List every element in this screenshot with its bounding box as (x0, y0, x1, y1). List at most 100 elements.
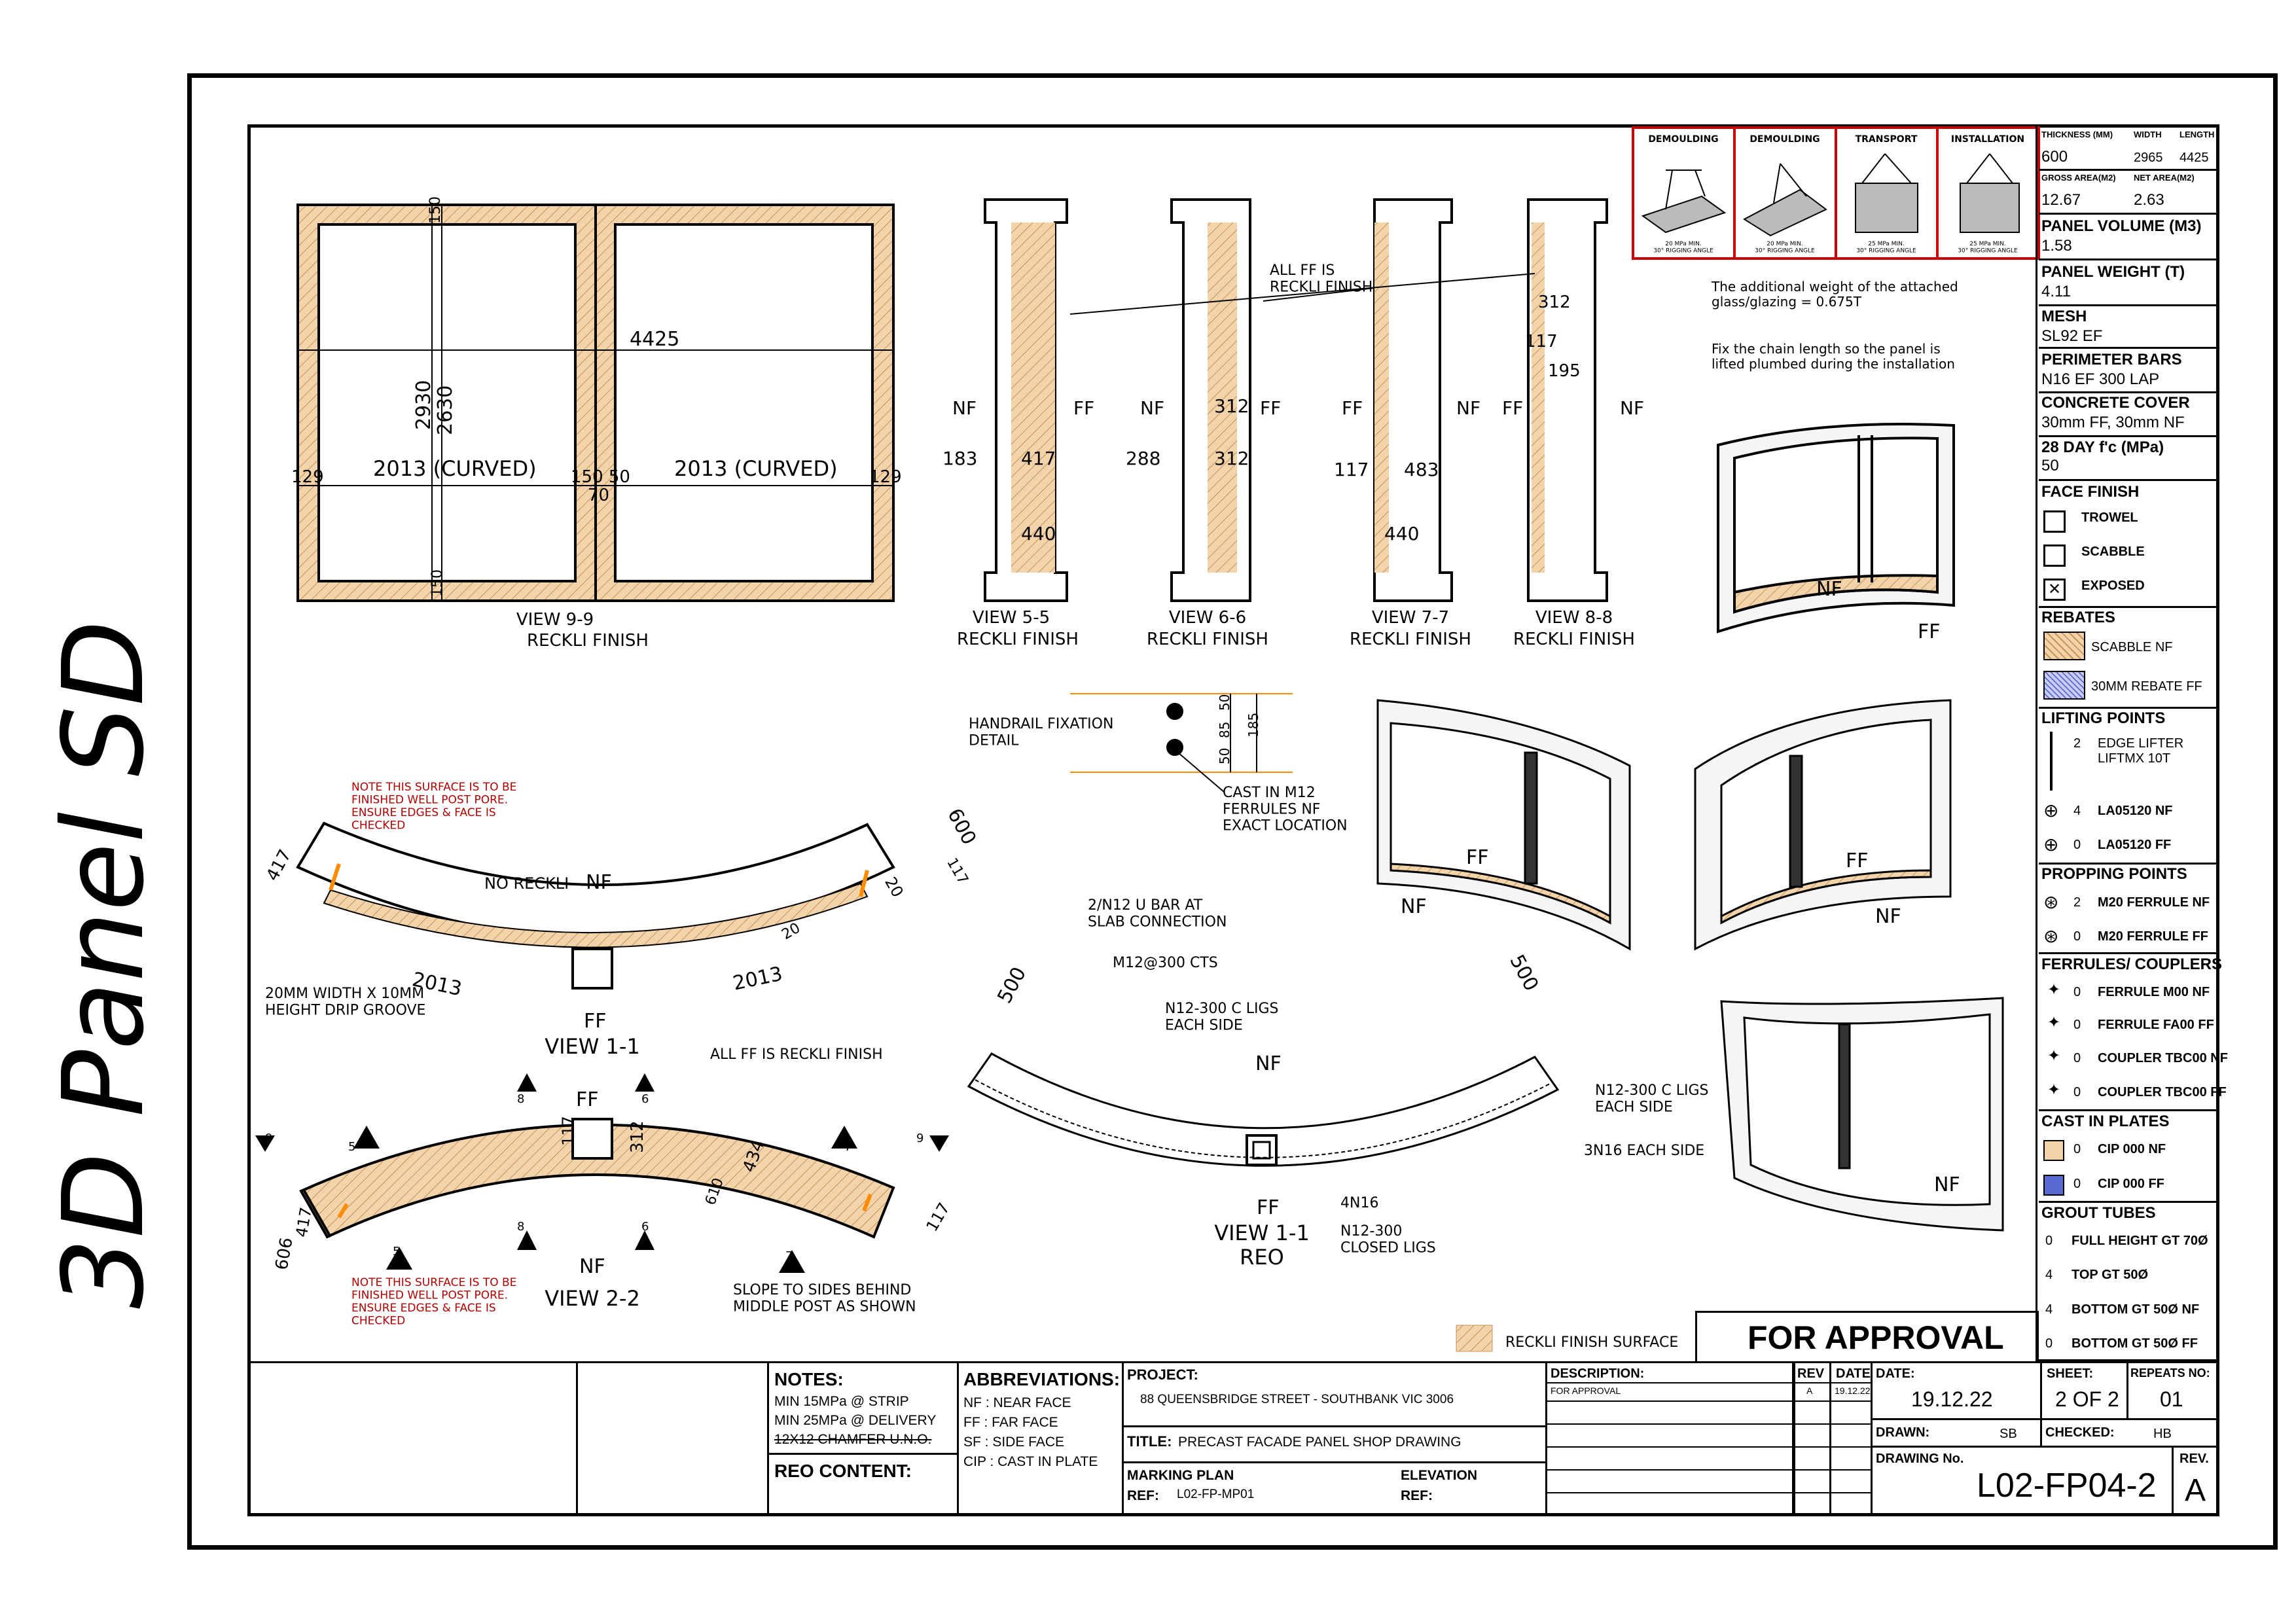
lifter-nf-icon: ⊕ (2043, 800, 2059, 821)
v99-dim-mid2: 70 (588, 486, 609, 505)
spec-divider (2039, 435, 2217, 437)
spec-divider (2039, 391, 2217, 393)
perimeter: N16 EF 300 LAP (2041, 370, 2160, 388)
face-label: FACE FINISH (2041, 483, 2140, 501)
ferrule-icon: ✦ (2047, 1013, 2061, 1031)
v22-d117: 117 (559, 1116, 577, 1146)
fer-l-3: COUPLER TBC00 NF (2098, 1051, 2228, 1065)
v66-ff: FF (1260, 397, 1281, 419)
spec-column (2036, 124, 2219, 1361)
drawn: SB (2000, 1427, 2017, 1441)
grout-n-2: 4 (2045, 1268, 2053, 1282)
lift-cap-1: 20 MPa MIN.30° RIGGING ANGLE (1653, 241, 1713, 254)
propping-label: PROPPING POINTS (2041, 865, 2187, 883)
prop-n-2: 0 (2073, 929, 2081, 944)
spec-divider (2039, 1201, 2217, 1203)
tb-blank-2 (576, 1361, 769, 1516)
view-1-1 (296, 821, 895, 990)
iso2-ff: FF (1466, 846, 1489, 869)
v55-d3: 440 (1021, 523, 1056, 544)
v99-dim-side: 129 (291, 467, 324, 487)
scabble-checkbox (2043, 544, 2066, 567)
section-5-5 (984, 198, 1068, 602)
lift-label-3: TRANSPORT (1856, 134, 1918, 145)
length-label: LENGTH (2179, 130, 2215, 139)
rev2: A (2185, 1473, 2206, 1508)
v11-no-reckli: NO RECKLI (484, 874, 569, 893)
fer-n-3: 0 (2073, 1051, 2081, 1065)
lift-l-2: LA05120 NF (2098, 804, 2173, 818)
outer-frame (187, 73, 2278, 1550)
desc-label: DESCRIPTION: (1551, 1366, 1645, 1381)
handrail-d50a: 50 (1217, 694, 1232, 711)
volume: 1.58 (2041, 237, 2072, 255)
v99-dim-top: 150 (427, 196, 444, 224)
fer-l-4: COUPLER TBC00 FF (2098, 1085, 2227, 1099)
abbr-2: FF : FAR FACE (963, 1415, 1058, 1430)
fer-l-1: FERRULE M00 NF (2098, 985, 2210, 999)
repeats-label: REPEATS NO: (2130, 1366, 2210, 1380)
notes-divider (767, 1453, 959, 1455)
spec-divider (2039, 347, 2217, 349)
rev: A (1806, 1385, 1813, 1396)
v88-d1: 312 (1538, 293, 1571, 312)
title-divider (1122, 1461, 1547, 1463)
exposed-checkbox: ✕ (2043, 579, 2066, 601)
lift-label-2: DEMOULDING (1749, 134, 1820, 145)
scabble-label: SCABBLE (2081, 544, 2145, 559)
handrail-d50b: 50 (1217, 748, 1232, 764)
edge-lifter-icon (2050, 732, 2053, 791)
rev-row (1545, 1446, 1873, 1448)
iso1-ff: FF (1918, 620, 1941, 643)
v22-title: VIEW 2-2 (545, 1286, 640, 1311)
spec-divider (2039, 304, 2217, 306)
weight: 4.11 (2041, 283, 2071, 300)
v22-d606: 606 (272, 1236, 296, 1272)
v88-d3: 195 (1548, 361, 1581, 381)
v99-title: VIEW 9-9 (516, 610, 594, 630)
v22-m5b: 5 (393, 1245, 400, 1258)
cast-n-2: 0 (2073, 1177, 2081, 1191)
rebate-ff-swatch (2043, 671, 2085, 700)
v99-dim-bot: 150 (429, 569, 446, 597)
v66-nf: NF (1140, 397, 1164, 419)
reo-ff: FF (1257, 1196, 1280, 1219)
grout-l-4: BOTTOM GT 50Ø FF (2072, 1336, 2198, 1351)
reo-n6: 4N16 (1340, 1195, 1378, 1211)
v55-ff: FF (1073, 397, 1094, 419)
cip-nf-swatch (2043, 1140, 2064, 1161)
reo-d500a: 500 (993, 963, 1031, 1007)
v99-dim-h2: 2630 (434, 385, 457, 435)
v11-d417: 417 (262, 846, 295, 884)
v11-d2013b: 2013 (731, 963, 785, 995)
abbr-label: ABBREVIATIONS: (963, 1369, 1121, 1389)
date: 19.12.22 (1911, 1387, 1993, 1411)
iso-view-1 (1717, 423, 1955, 633)
v88-nf: NF (1620, 397, 1644, 419)
legend-text: RECKLI FINISH SURFACE (1505, 1334, 1678, 1351)
v55-nf: NF (952, 397, 977, 419)
v77-d1: 117 (1334, 459, 1369, 480)
prop-n-1: 2 (2073, 895, 2081, 910)
checked: HB (2153, 1427, 2172, 1441)
grout-l-1: FULL HEIGHT GT 70Ø (2072, 1234, 2208, 1248)
net-label: NET AREA(M2) (2134, 173, 2195, 183)
reo-nf: NF (1255, 1052, 1282, 1075)
iso-view-3 (1694, 699, 1952, 951)
lifting-diagrams (1632, 126, 2040, 260)
v11-d117: 117 (943, 855, 971, 887)
v66-d3: 312 (1214, 448, 1249, 469)
iso-view-2 (1376, 699, 1631, 951)
v99-dim-mid: 150 50 (571, 467, 630, 487)
sheet-label: SHEET: (2047, 1366, 2094, 1381)
abbr-4: CIP : CAST IN PLATE (963, 1454, 1098, 1469)
grout-label: GROUT TUBES (2041, 1204, 2156, 1222)
lift-n-2: 4 (2073, 804, 2081, 818)
v22-m9b: 9 (916, 1132, 924, 1145)
checked-label: CHECKED: (2045, 1425, 2115, 1440)
title-label: TITLE: (1127, 1433, 1172, 1450)
